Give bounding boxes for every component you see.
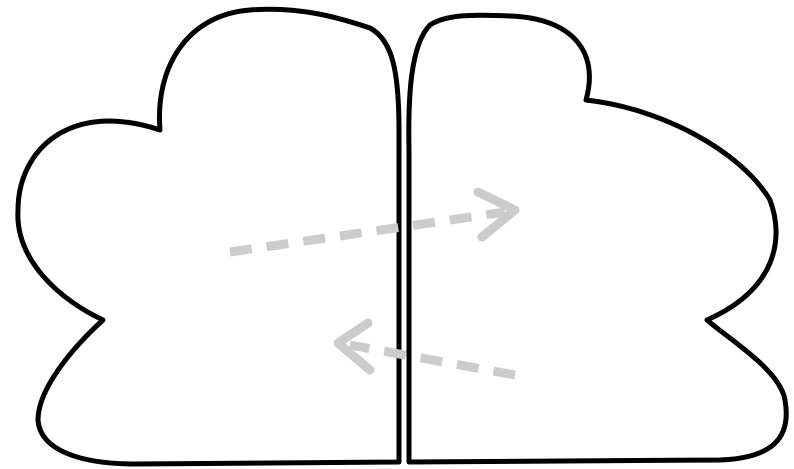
right-half (409, 15, 786, 462)
